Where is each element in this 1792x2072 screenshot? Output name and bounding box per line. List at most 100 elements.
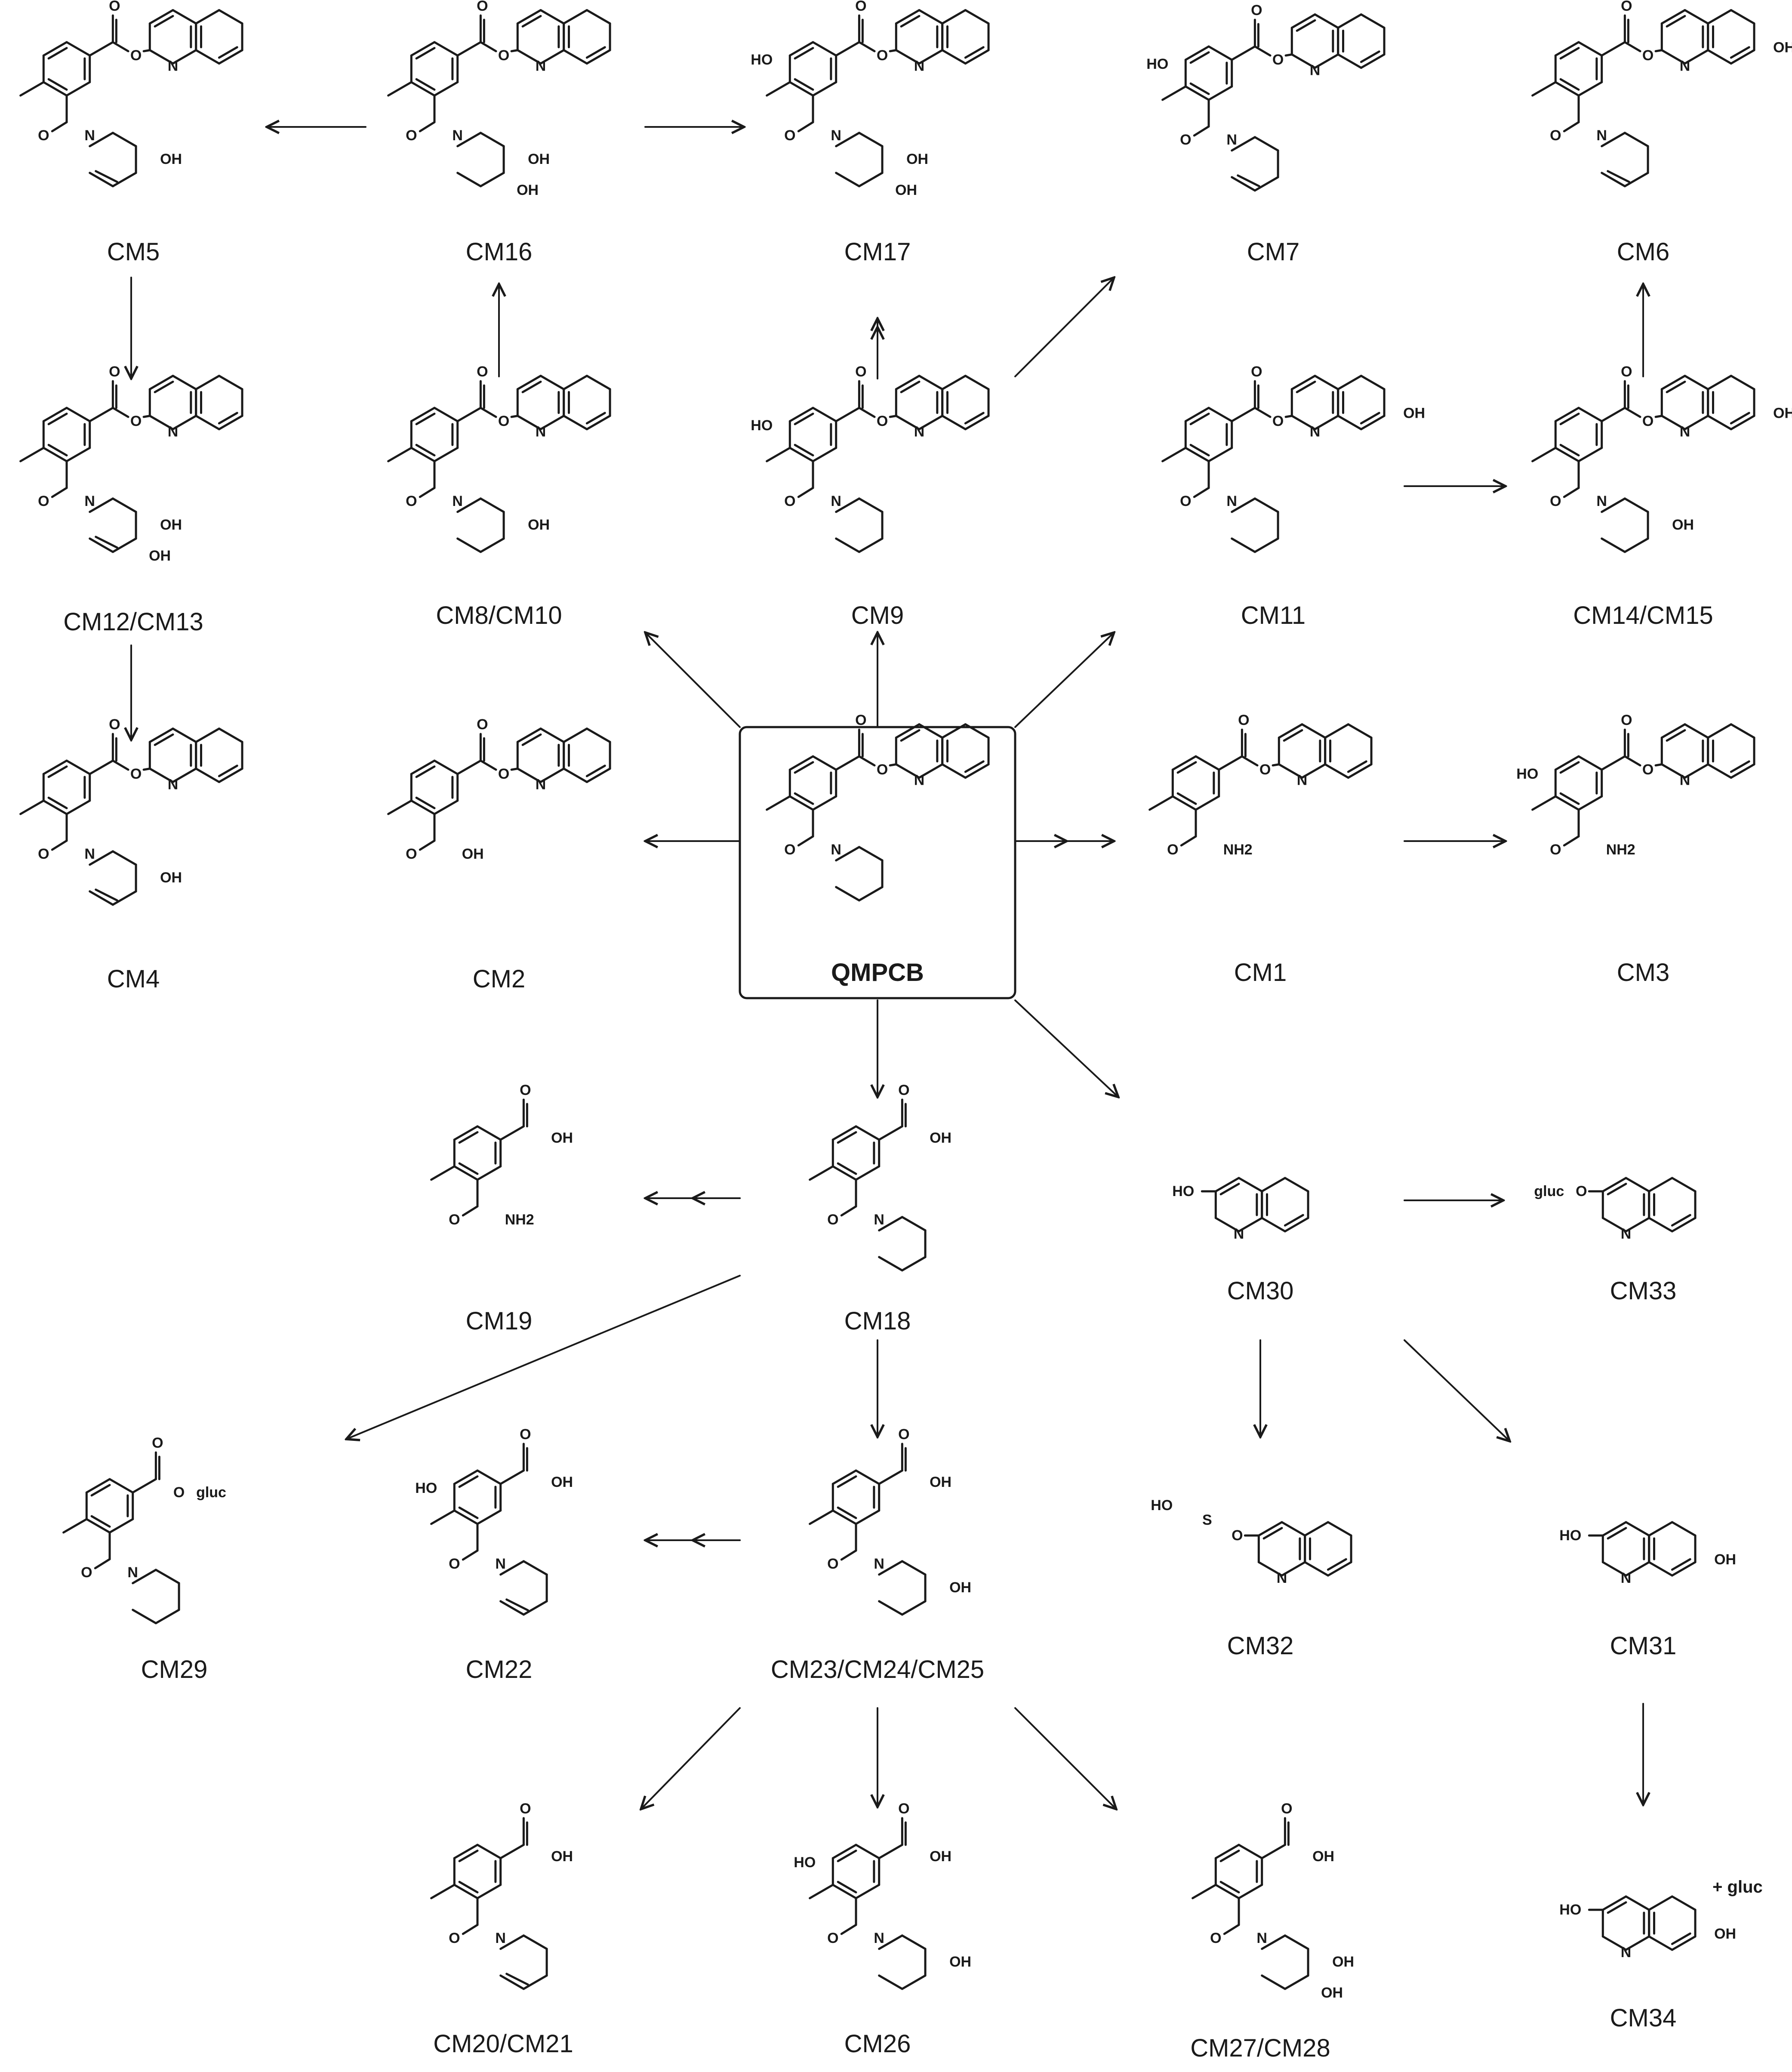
- carbonyl-bond: [1231, 45, 1256, 61]
- ring-hydroxyl: HO: [415, 1480, 437, 1496]
- ring-bond: [1290, 53, 1316, 69]
- ring-bond: [855, 1469, 881, 1485]
- carbonyl-bond: [89, 41, 114, 57]
- piperidine-bond: [479, 497, 505, 513]
- ring-bond: [1577, 795, 1603, 811]
- ring-bond: [1290, 13, 1316, 29]
- quinoline-nitrogen: N: [536, 58, 546, 74]
- label-cm31: CM31: [1610, 1632, 1677, 1660]
- piperidine-bond: [1601, 132, 1626, 148]
- piperidine-bond: [499, 1560, 525, 1576]
- ring-bond: [1730, 763, 1755, 779]
- ring-bond: [516, 9, 542, 25]
- ring-bond: [1660, 763, 1686, 779]
- ring-bond: [1238, 1177, 1263, 1193]
- ring-bond: [964, 9, 990, 25]
- carbonyl-oxygen: O: [855, 712, 866, 728]
- ring-bond: [172, 375, 197, 391]
- ring-bond: [108, 1478, 134, 1494]
- ring-bond: [433, 759, 459, 775]
- double-bond: [1607, 1901, 1627, 1914]
- double-bond: [794, 761, 814, 774]
- arrow-cm23-to-cm27: [1014, 1707, 1116, 1809]
- piperidine-bond: [835, 537, 860, 553]
- carbonyl-bond: [1601, 407, 1626, 422]
- ester-bond: [1623, 407, 1641, 418]
- ring-bond: [195, 768, 220, 783]
- methyl-bond: [19, 447, 45, 462]
- amide-nh2: NH2: [505, 1212, 534, 1228]
- label-cm7: CM7: [1247, 238, 1299, 266]
- ring-bond: [1601, 1177, 1627, 1193]
- ring-bond: [941, 723, 967, 739]
- ring-bond: [1730, 9, 1755, 25]
- quinoline-nitrogen: N: [914, 58, 925, 74]
- ring-bond: [539, 728, 565, 743]
- piperidine-bond: [1623, 132, 1649, 148]
- ring-bond: [108, 1518, 134, 1534]
- quinoline-hydroxyl: OH: [1773, 405, 1792, 422]
- quinoline-hydroxyl: OH: [1714, 1926, 1736, 1942]
- carbonyl-oxygen: O: [1281, 1801, 1292, 1817]
- double-bond: [1671, 1214, 1691, 1227]
- double-bond: [837, 1162, 857, 1175]
- methyl-bond: [387, 799, 413, 815]
- ring-bond: [516, 375, 542, 391]
- ring-bond: [1577, 81, 1603, 97]
- ring-bond: [855, 1844, 881, 1859]
- piperidine-bond: [1623, 172, 1649, 188]
- double-bond: [90, 1484, 111, 1497]
- quinoline-nitrogen: N: [1621, 1944, 1632, 1961]
- amide-oxygen: O: [406, 493, 417, 509]
- label-cm17: CM17: [844, 238, 911, 266]
- ring-bond: [148, 728, 174, 743]
- ring-double-bond: [95, 536, 118, 549]
- ring-bond: [1337, 53, 1362, 69]
- ester-bond: [479, 407, 497, 418]
- double-bond: [154, 380, 174, 393]
- piperidine-hydroxyl-2: OH: [1321, 1985, 1343, 2001]
- amide-oxygen: O: [1210, 1930, 1221, 1946]
- ring-bond: [941, 415, 967, 431]
- double-bond: [1283, 729, 1303, 742]
- piperidine-bond: [154, 1609, 180, 1625]
- ring-bond: [1171, 755, 1197, 771]
- ring-bond: [1648, 1521, 1673, 1537]
- methyl-bond: [809, 1509, 834, 1525]
- ring-bond: [1290, 375, 1316, 391]
- ring-bond: [539, 375, 565, 391]
- ring-bond: [1327, 1521, 1352, 1537]
- ester-bond: [858, 407, 876, 418]
- label-cm23-cm24-cm25: CM23/CM24/CM25: [771, 1656, 984, 1684]
- carbonyl-bond: [1218, 755, 1243, 771]
- ring-bond: [1184, 45, 1210, 61]
- ring-bond: [410, 81, 436, 97]
- ring-bond: [1360, 13, 1386, 29]
- ester-oxygen: O: [877, 47, 888, 64]
- label-cm34: CM34: [1610, 2004, 1677, 2032]
- quinoline-nitrogen: N: [168, 777, 179, 793]
- ring-bond: [1601, 1521, 1627, 1537]
- ring-double-bond: [95, 888, 118, 902]
- piperidine-bond: [835, 497, 860, 513]
- label-cm33: CM33: [1610, 1277, 1677, 1305]
- ring-bond: [42, 41, 68, 57]
- piperidine-bond: [479, 132, 505, 148]
- amide-co: [419, 487, 436, 498]
- ring-bond: [788, 407, 814, 422]
- ring-bond: [918, 763, 944, 779]
- piperidine-bond: [111, 890, 137, 906]
- carbonyl-oxygen: O: [109, 716, 120, 733]
- piperidine-bond: [901, 1216, 927, 1232]
- ring-bond: [1684, 763, 1709, 779]
- amide-oxygen: O: [38, 127, 49, 144]
- ring-bond: [539, 49, 565, 65]
- ring-bond: [218, 375, 243, 391]
- ring-bond: [1554, 81, 1580, 97]
